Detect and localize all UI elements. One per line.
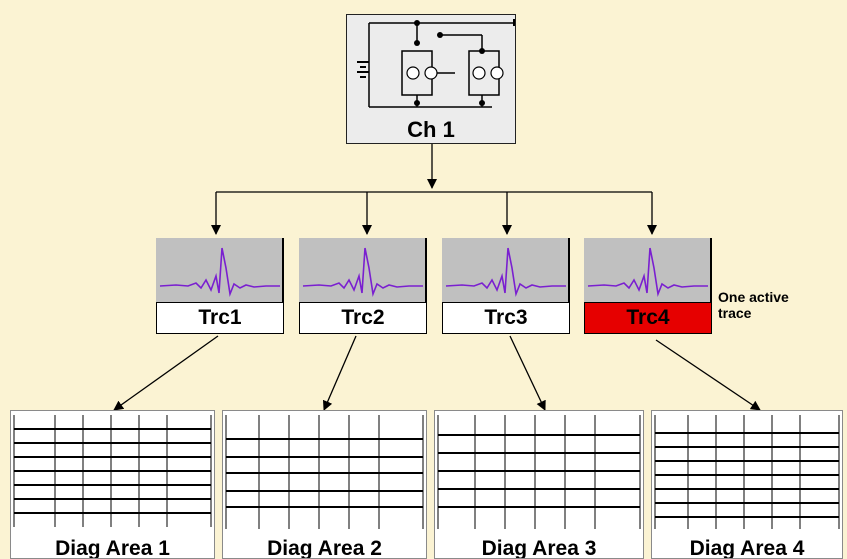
- trace-trc3[interactable]: Trc3: [442, 238, 570, 334]
- waveform-icon: [445, 247, 566, 298]
- trace-label: Trc1: [156, 302, 284, 334]
- diagram-grid: [225, 415, 424, 529]
- diagram-area-2[interactable]: Diag Area 2: [222, 410, 427, 559]
- trace-plot: [584, 238, 712, 302]
- diagram-area-label: Diag Area 2: [267, 537, 382, 559]
- trace-trc1[interactable]: Trc1: [156, 238, 284, 334]
- arrow-trc4-to-diag4: [655, 339, 761, 411]
- trace-plot: [442, 238, 570, 302]
- diagram-grid: [654, 415, 840, 529]
- channel-label: Ch 1: [407, 117, 455, 142]
- diagram-area-3[interactable]: Diag Area 3: [434, 410, 644, 559]
- diagram-area-1[interactable]: Diag Area 1: [10, 410, 215, 559]
- note-line-2: trace: [718, 305, 752, 321]
- arrow-trc3-to-diag3: [509, 335, 546, 411]
- trace-label-active: Trc4: [584, 302, 712, 334]
- diagram-area-label: Diag Area 1: [55, 537, 170, 559]
- circuit-icon: [357, 19, 515, 108]
- trace-plot: [299, 238, 427, 302]
- trace-label: Trc3: [442, 302, 570, 334]
- trace-plot: [156, 238, 284, 302]
- arrow-trc2-to-diag2: [322, 335, 357, 411]
- diagram-area-label: Diag Area 3: [481, 537, 597, 559]
- trace-trc4[interactable]: Trc4: [584, 238, 712, 334]
- waveform-icon: [302, 247, 423, 298]
- channel-box: Ch 1: [346, 14, 516, 144]
- waveform-icon: [587, 247, 708, 298]
- diagram-area-label: Diag Area 4: [689, 537, 805, 559]
- diagram-grid: [13, 415, 212, 527]
- diagram-grid: [437, 415, 641, 529]
- note-line-1: One active: [718, 289, 789, 305]
- waveform-icon: [159, 247, 280, 298]
- trace-label: Trc2: [299, 302, 427, 334]
- arrow-trc1-to-diag1: [113, 335, 219, 411]
- diagram-area-4[interactable]: Diag Area 4: [651, 410, 843, 559]
- trace-trc2[interactable]: Trc2: [299, 238, 427, 334]
- active-trace-note: One active trace: [718, 289, 828, 321]
